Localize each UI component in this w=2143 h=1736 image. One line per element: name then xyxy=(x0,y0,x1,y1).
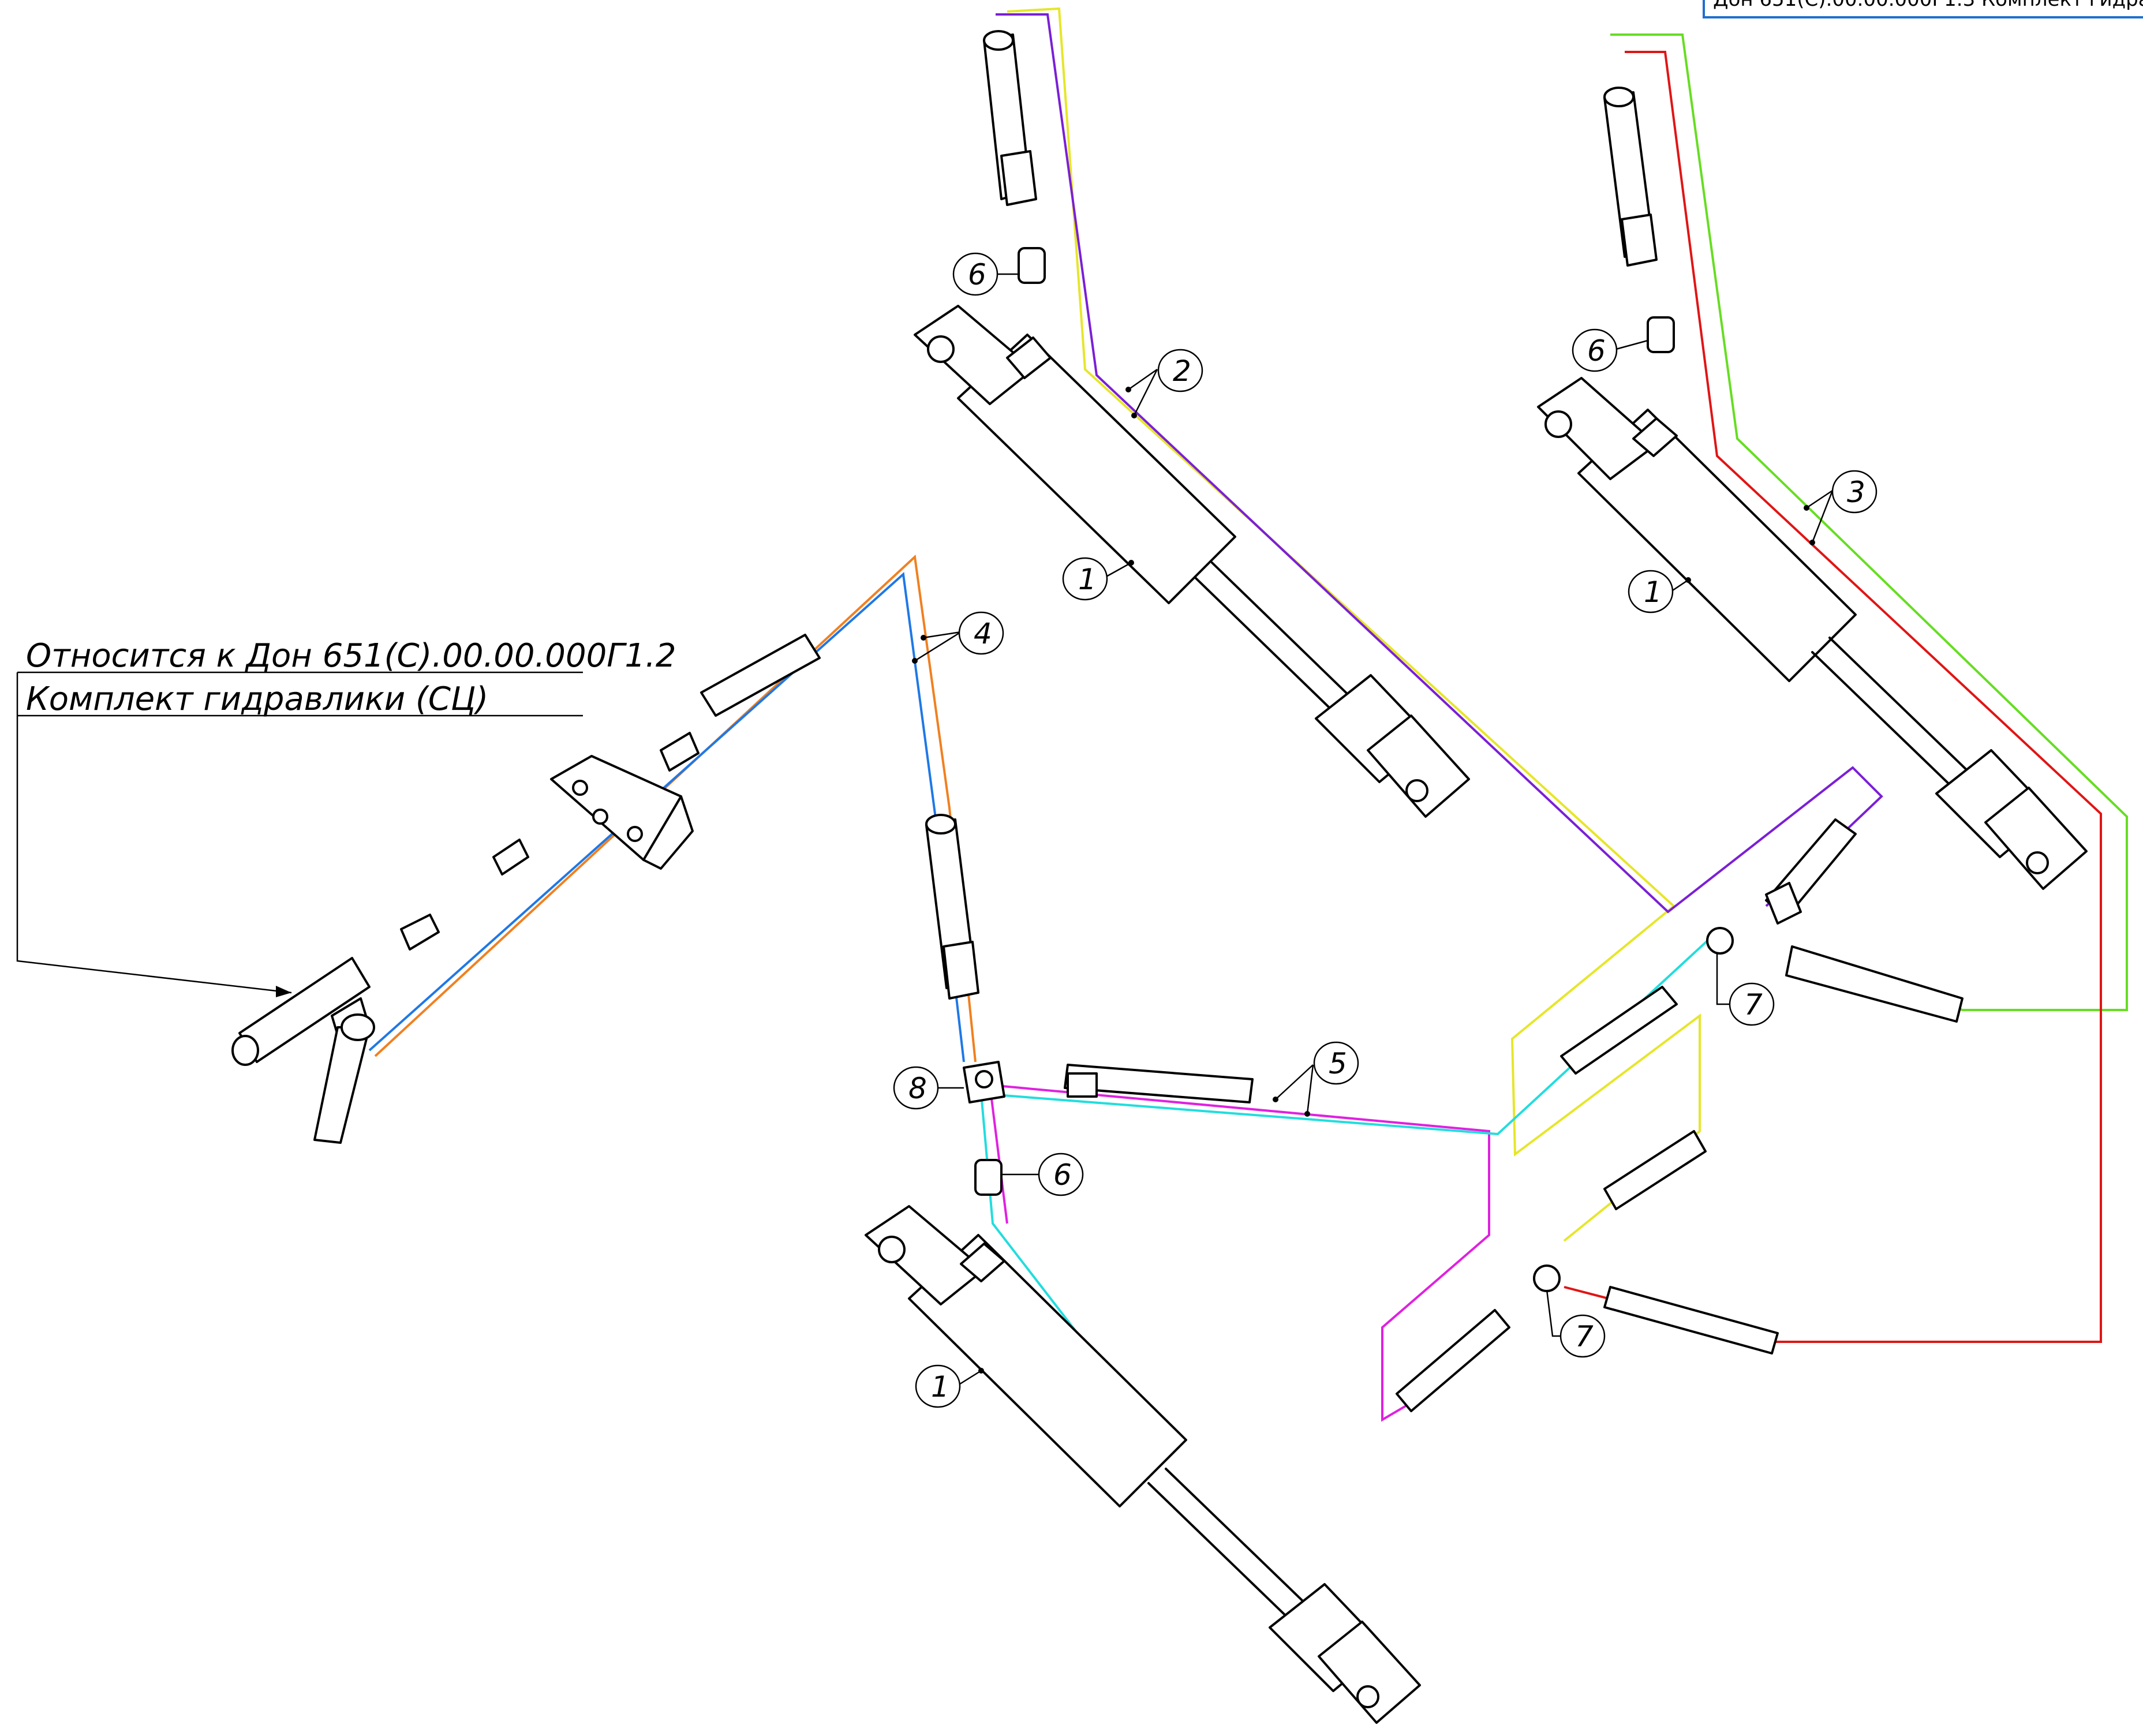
callouts: 1 1 1 2 xyxy=(893,252,1878,1408)
callout-label: 1 xyxy=(1644,575,1662,609)
hose-fitting-top-left xyxy=(983,30,1037,206)
fittings-6 xyxy=(974,247,1675,1196)
fittings-7 xyxy=(1533,927,1734,1292)
callout-2: 2 xyxy=(1125,349,1203,418)
callout-1-b: 1 xyxy=(1628,570,1691,613)
drawing-stamp: Дон 651(С).00.00.000Г1.3 Комплект гидрав… xyxy=(1703,0,2143,18)
left-hose-assembly xyxy=(231,634,821,1144)
hose-fitting-top-right xyxy=(1603,87,1658,267)
parts xyxy=(231,30,2088,1724)
tee-fitting-8 xyxy=(963,1061,1005,1103)
callout-label: 1 xyxy=(1078,563,1097,596)
callout-label: 3 xyxy=(1847,476,1865,509)
callout-3: 3 xyxy=(1804,470,1878,545)
hydraulic-cylinder-3 xyxy=(865,1205,1421,1724)
callout-6-c: 6 xyxy=(1001,1153,1084,1196)
right-hoses xyxy=(1396,818,1964,1412)
callout-label: 8 xyxy=(908,1072,927,1105)
callout-label: 7 xyxy=(1744,988,1763,1022)
pipe-green xyxy=(1610,33,2128,1011)
callout-label: 6 xyxy=(968,258,986,291)
callout-1-c: 1 xyxy=(915,1364,984,1408)
pipe-magenta xyxy=(989,1084,1490,1422)
callout-6-a: 6 xyxy=(952,252,1019,296)
callout-6-b: 6 xyxy=(1572,328,1648,372)
callout-label: 7 xyxy=(1575,1320,1594,1353)
callout-1-a: 1 xyxy=(1062,557,1134,601)
hose-horizontal xyxy=(1064,1064,1254,1103)
callout-label: 2 xyxy=(1173,354,1191,388)
callout-label: 5 xyxy=(1329,1047,1347,1080)
stamp-text: Дон 651(С).00.00.000Г1.3 Комплект гидрав… xyxy=(1713,0,2143,11)
pipe-violet-upper xyxy=(996,13,1883,914)
callout-5: 5 xyxy=(1273,1041,1359,1117)
callout-7-a: 7 xyxy=(1716,952,1775,1026)
note-line-1: Относится к Дон 651(С).00.00.000Г1.2 xyxy=(26,637,676,675)
note-leader-line xyxy=(16,672,292,994)
callout-label: 6 xyxy=(1587,334,1606,368)
note-leader-arrow xyxy=(276,986,291,997)
hydraulic-cylinder-2 xyxy=(1537,377,2088,890)
callout-label: 4 xyxy=(974,617,992,650)
hydraulic-cylinder-1 xyxy=(914,305,1470,818)
callout-label: 6 xyxy=(1053,1158,1072,1192)
hydraulic-lines xyxy=(368,7,2128,1427)
callout-7-b: 7 xyxy=(1546,1289,1606,1358)
callout-4: 4 xyxy=(912,611,1004,664)
note-block: Относится к Дон 651(С).00.00.000Г1.2 Ком… xyxy=(16,637,676,997)
note-line-2: Комплект гидравлики (СЦ) xyxy=(26,680,488,718)
callout-label: 1 xyxy=(931,1370,949,1404)
pipe-magenta-lower xyxy=(989,1084,1008,1224)
hose-fitting-mid xyxy=(925,814,979,1000)
pipe-yellow-upper xyxy=(1007,7,1701,1242)
callout-8: 8 xyxy=(893,1066,964,1110)
